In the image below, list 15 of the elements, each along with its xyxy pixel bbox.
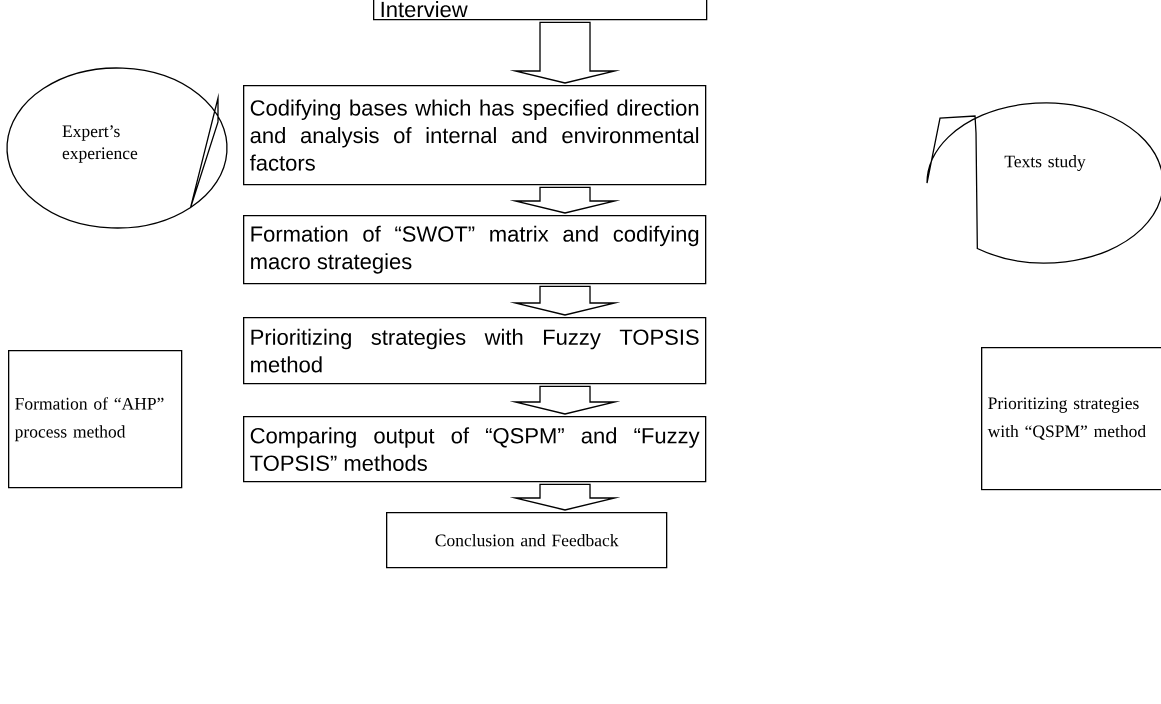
side-box: Prioritizing strategies with “QSPM” method (981, 347, 1161, 491)
speech-bubble: Expert’s experience (6, 67, 228, 229)
process-box: Prioritizing strategies with Fuzzy TOPSIS method (243, 317, 707, 385)
process-box: Codifying bases which has specified direction and analysis of internal and environmental factors (243, 85, 707, 186)
block-arrow (509, 385, 621, 415)
speech-bubble: Texts study (926, 102, 1161, 264)
process-box: Conclusion and Feedback (386, 512, 668, 569)
process-box: Interview (373, 0, 708, 21)
block-arrow (509, 186, 621, 214)
side-box: Formation of “AHP” process method (8, 350, 183, 489)
block-arrow (509, 483, 621, 511)
block-arrow (509, 285, 621, 316)
block-arrow (509, 21, 621, 84)
process-box: Comparing output of “QSPM” and “Fuzzy TOPSIS” methods (243, 416, 707, 483)
process-box: Formation of “SWOT” matrix and codifying macro strategies (243, 215, 707, 285)
